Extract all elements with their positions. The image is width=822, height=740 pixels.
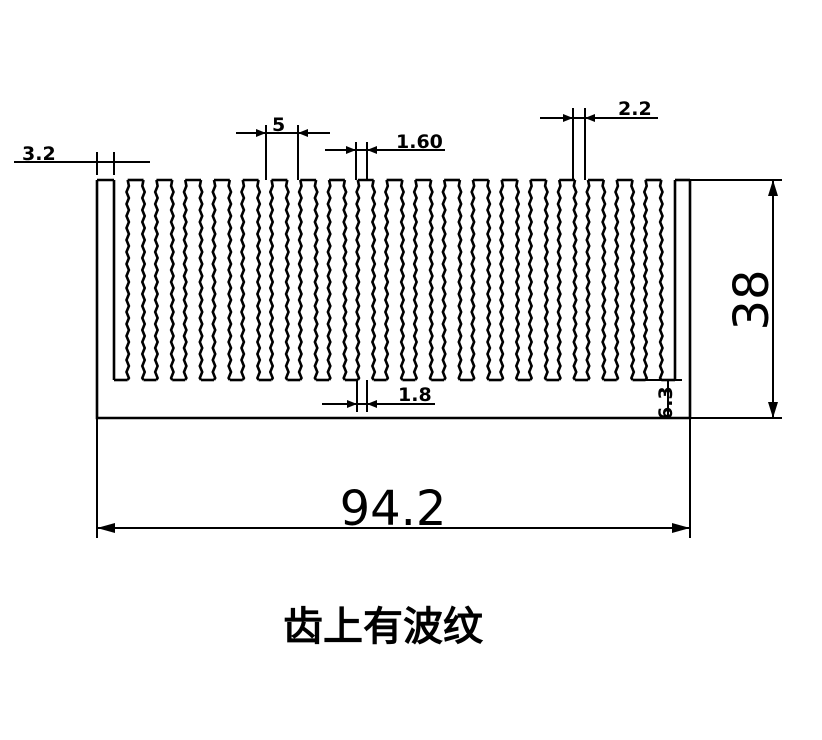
fin <box>297 178 319 381</box>
drawing-caption: 齿上有波纹 <box>283 604 484 650</box>
dim-base-wall: 3.2 <box>14 143 150 175</box>
dim-base-wall-label: 3.2 <box>22 143 56 165</box>
fin <box>153 178 175 381</box>
fin <box>642 178 664 381</box>
dim-height: 38 <box>690 179 782 419</box>
dim-width: 94.2 <box>96 418 691 538</box>
dim-fin-root-label: 1.8 <box>398 384 432 406</box>
dim-fin-tip-label: 1.60 <box>396 131 443 153</box>
fin <box>412 178 434 381</box>
heatsink-profile <box>95 178 692 420</box>
fin <box>470 178 492 381</box>
fin <box>125 178 147 381</box>
dim-fin-width-label: 2.2 <box>618 98 652 120</box>
fin <box>499 178 521 381</box>
dim-fin-tip: 1.60 <box>325 131 445 180</box>
dim-fin-root: 1.8 <box>322 380 435 412</box>
fin <box>268 178 290 381</box>
fin <box>556 178 578 381</box>
fin <box>585 178 607 381</box>
dim-height-label: 38 <box>724 269 780 330</box>
dim-fin-pitch-label: 5 <box>272 114 285 136</box>
fin <box>441 178 463 381</box>
fin <box>182 178 204 381</box>
fin-group <box>125 178 664 381</box>
fin <box>383 178 406 381</box>
fin <box>614 178 636 381</box>
fin <box>326 178 348 381</box>
fin <box>355 178 377 381</box>
dim-base-thickness-label: 6.3 <box>655 386 677 420</box>
dim-base-thickness: 6.3 <box>640 379 682 420</box>
fin <box>527 178 549 381</box>
fin <box>211 178 233 381</box>
fin <box>240 178 262 381</box>
dim-width-label: 94.2 <box>340 481 447 537</box>
dim-fin-width: 2.2 <box>540 98 658 180</box>
dim-fin-pitch: 5 <box>236 114 330 180</box>
base-outline <box>95 180 692 420</box>
